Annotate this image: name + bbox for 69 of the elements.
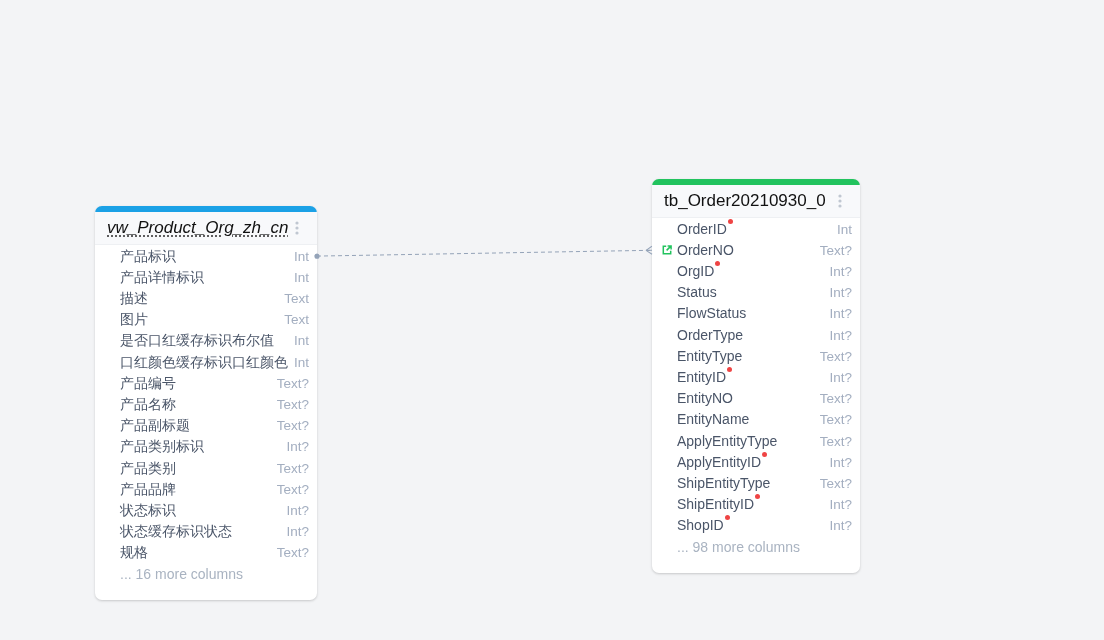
table-row [95,245,317,267]
column-type: Int? [829,305,852,324]
column-type: Text? [819,241,852,260]
column-type: Int [294,353,309,372]
column-name: 规格 [120,543,148,563]
more-columns-note: ... 16 more columns [120,564,243,584]
column-name: ShopID [677,516,724,536]
column-type: Text? [276,544,309,563]
column-type: Int? [829,262,852,281]
column-type: Int [294,268,309,287]
table-name: vw_Product_Org_zh_cn [107,218,289,238]
column-type: Text? [819,432,852,451]
column-name: OrderType [677,325,744,345]
column-name: FlowStatus [677,304,747,324]
column-type: Text? [819,347,852,366]
table-card [652,179,860,573]
column-type: Text? [276,395,309,414]
column-type: Text? [819,474,852,493]
column-name: 口红颜色缓存标识口红颜色 [120,352,288,372]
column-type: Int? [829,368,852,387]
column-name: 产品编号 [120,373,176,393]
column-name: 产品标识 [120,246,176,266]
table-row [652,218,860,240]
column-name: Status [677,283,717,303]
column-name: 产品副标题 [120,416,190,436]
column-name: 产品品牌 [120,479,176,499]
relationship-line [314,245,653,259]
column-type: Text? [819,390,852,409]
column-name: OrderID [677,219,727,239]
table-card [95,206,317,600]
column-type: Int? [829,517,852,536]
column-name: EntityID [677,367,726,387]
more-columns-note: ... 98 more columns [677,537,800,557]
column-name: 图片 [120,310,148,330]
column-type: Int? [286,501,309,520]
column-name: 产品类别标识 [120,437,204,457]
column-name: 是否口红缓存标识布尔值 [120,331,274,351]
column-type: Text? [276,480,309,499]
column-name: EntityName [677,410,750,430]
column-type: Text? [276,459,309,478]
column-type: Int [837,220,852,239]
column-name: ShipEntityType [677,473,771,493]
column-name: 产品详情标识 [120,267,204,287]
column-type: Int? [829,453,852,472]
column-name: EntityType [677,346,743,366]
column-name: EntityNO [677,389,733,409]
column-type: Int [294,247,309,266]
column-type: Text [284,311,309,330]
column-name: ApplyEntityID [677,452,762,472]
column-type: Text [284,289,309,308]
column-type: Int? [829,496,852,515]
column-type: Text? [819,411,852,430]
table-name: tb_Order20210930_0 [664,191,826,211]
column-name: 产品名称 [120,394,176,414]
column-name: OrgID [677,261,715,281]
column-type: Text? [276,374,309,393]
column-type: Int? [286,438,309,457]
column-type: Text? [276,417,309,436]
column-type: Int [294,332,309,351]
column-name: 产品类别 [120,458,176,478]
column-name: 状态缓存标识状态 [120,522,232,542]
column-name: 描述 [120,288,148,308]
column-name: ApplyEntityType [677,431,778,451]
column-type: Int? [286,523,309,542]
column-name: OrderNO [677,240,734,260]
column-name: 状态标识 [120,500,176,520]
column-name: ShipEntityID [677,495,755,515]
column-type: Int? [829,326,852,345]
column-type: Int? [829,284,852,303]
